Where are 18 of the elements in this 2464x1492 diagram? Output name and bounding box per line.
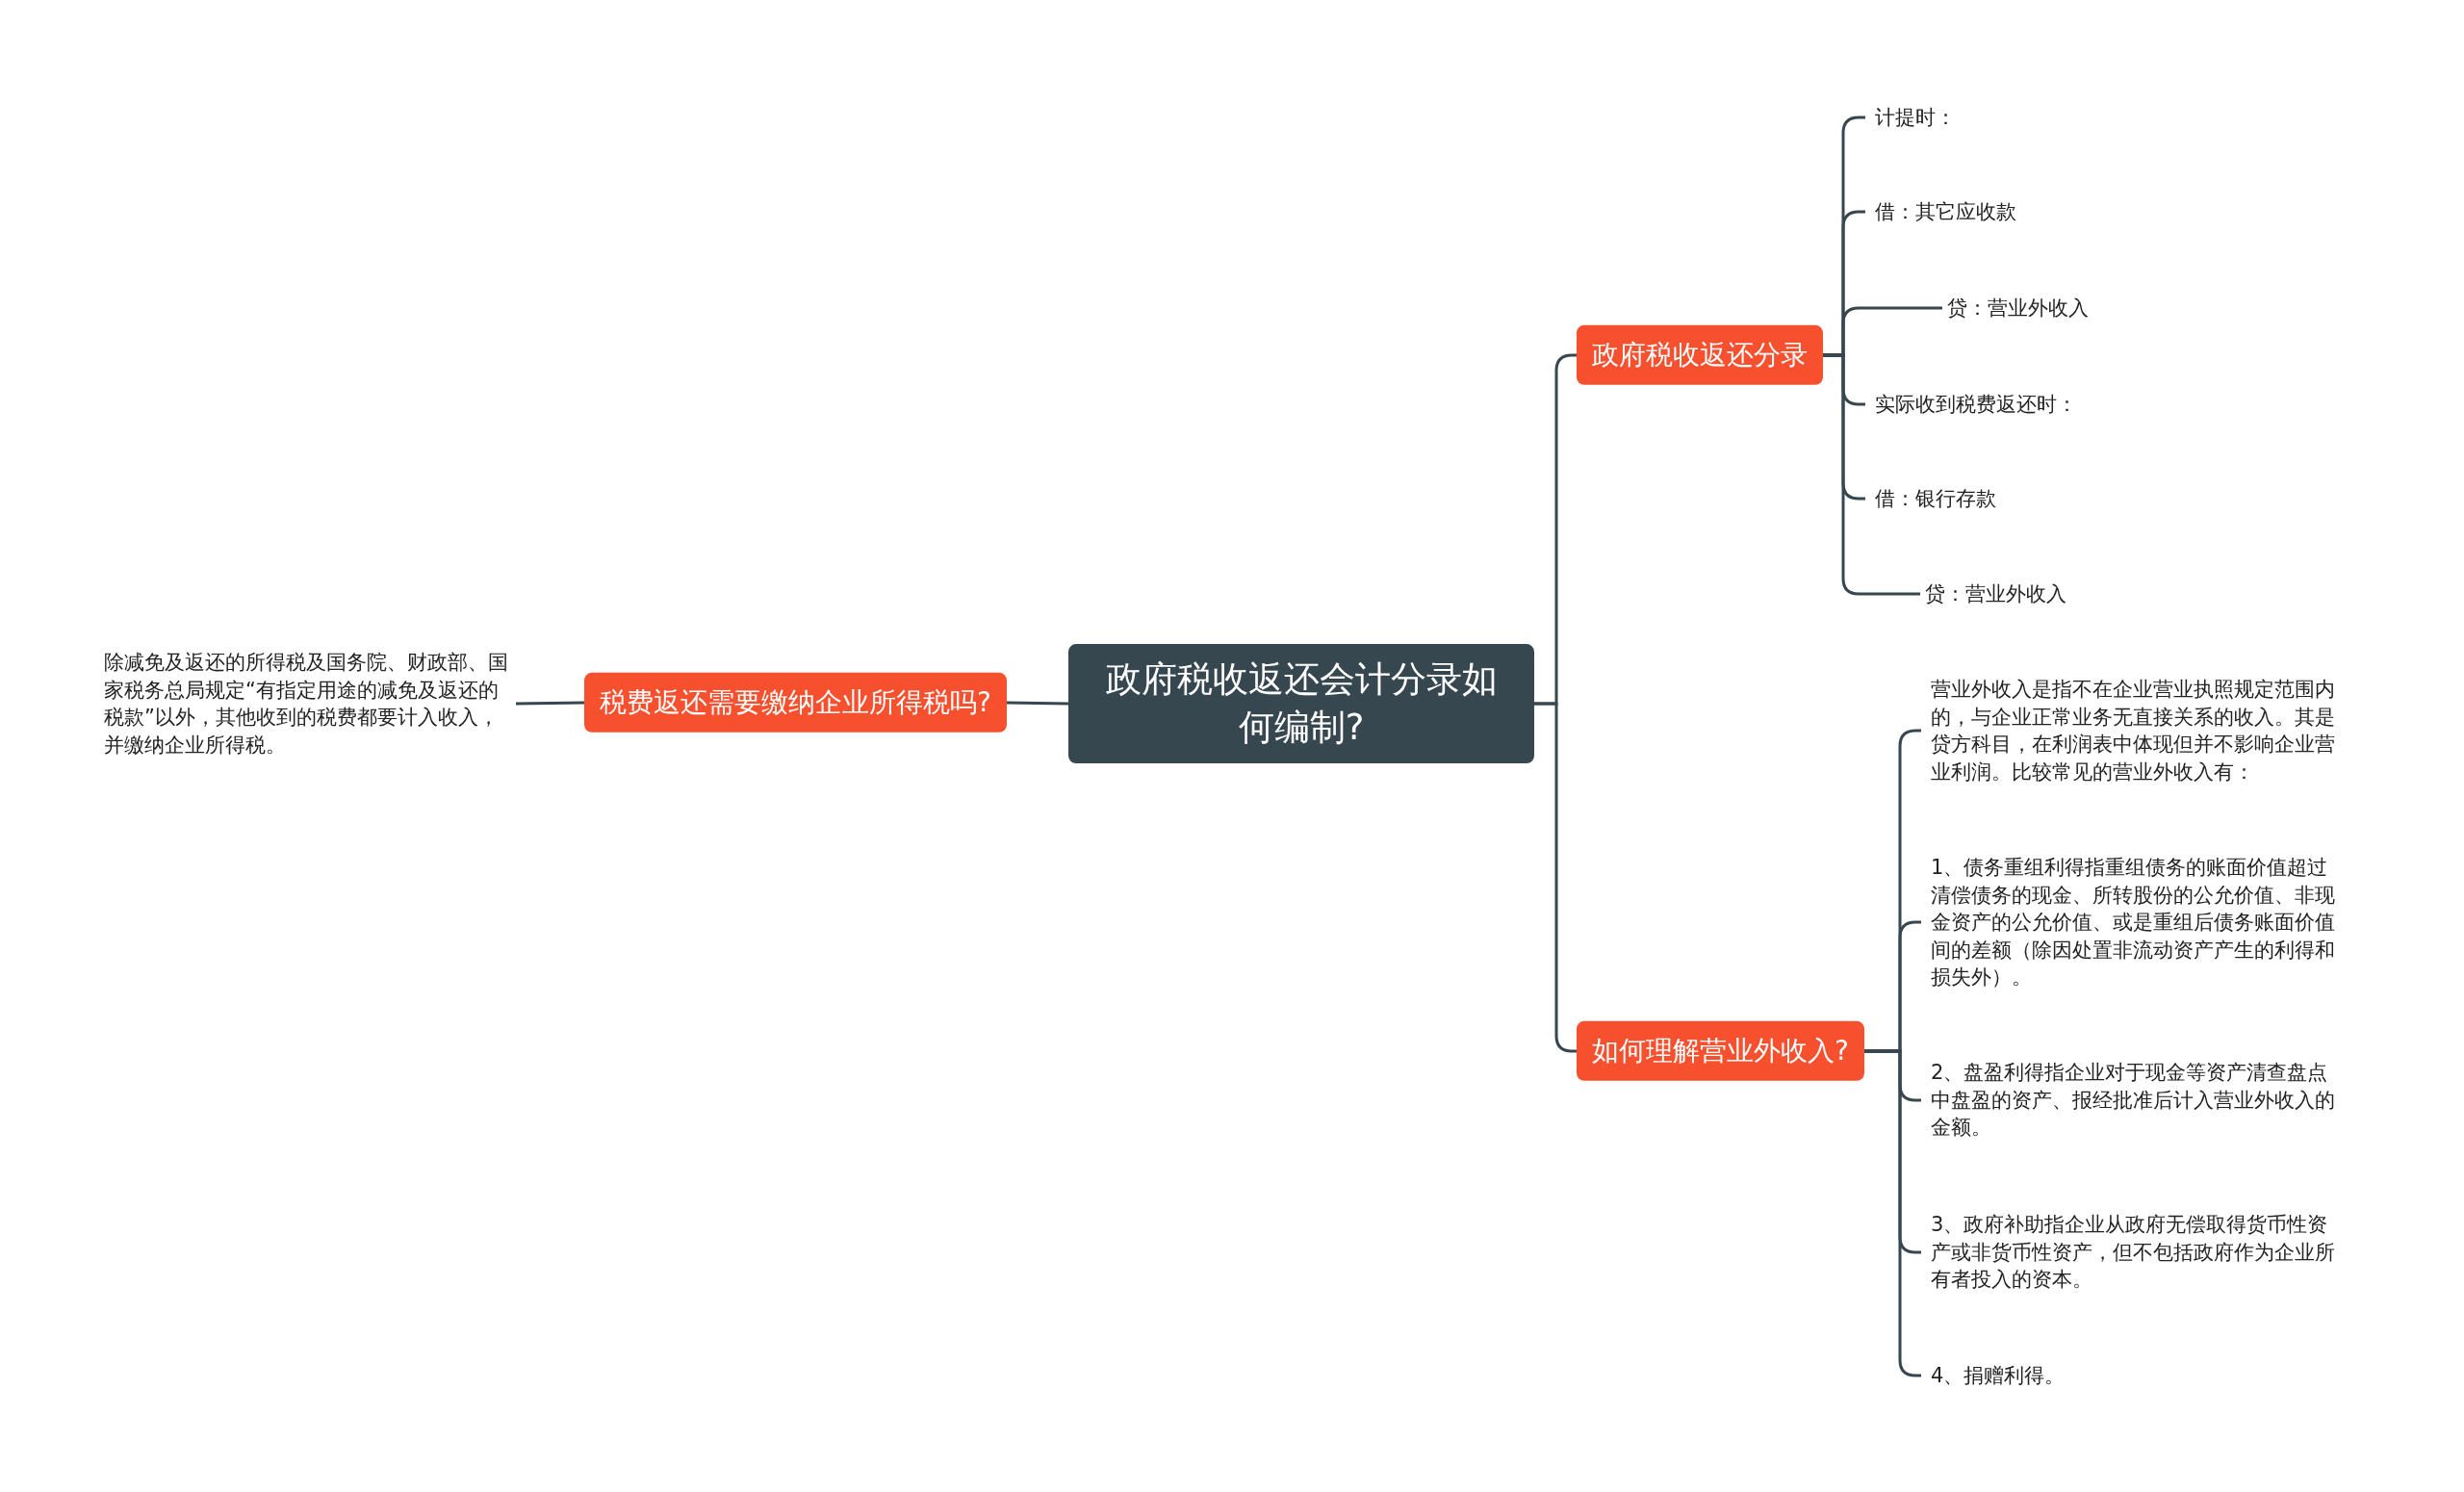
subtopic-text: 借：其它应收款	[1865, 197, 2016, 226]
connector-line	[1006, 701, 1069, 706]
topic-box: 政府税收返还分录	[1577, 324, 1823, 386]
subtopic-text: 营业外收入是指不在企业营业执照规定范围内的，与企业正常业务无直接关系的收入。其是贷方科目，在利润表中体现但并不影响企业营业利润。比较常见的营业外收入有：	[1921, 675, 2345, 786]
topic-box: 如何理解营业外收入?	[1577, 1020, 1864, 1082]
subtopic-text: 1、债务重组利得指重组债务的账面价值超过清偿债务的现金、所转股份的公允价值、非现金资产的公允价值、或是重组后债务账面价值间的差额（除因处置非流动资产产生的利得和损失外）。	[1921, 853, 2345, 991]
subtopic-text: 4、捐赠利得。	[1921, 1361, 2345, 1390]
connector-line	[515, 701, 585, 706]
subtopic-text: 3、政府补助指企业从政府无偿取得货币性资产或非货币性资产，但不包括政府作为企业所有者投入的资本。	[1921, 1211, 2345, 1294]
subtopic-text: 除减免及返还的所得税及国务院、财政部、国家税务总局规定“有指定用途的减免及返还的税款”以外，其他收到的税费都要计入收入，并缴纳企业所得税。	[104, 648, 516, 759]
topic-box: 税费返还需要缴纳企业所得税吗?	[584, 672, 1007, 733]
subtopic-text: 贷：营业外收入	[1942, 294, 2089, 322]
subtopic-text: 实际收到税费返还时：	[1865, 390, 2077, 419]
subtopic-text: 计提时：	[1865, 103, 1956, 132]
subtopic-text: 借：银行存款	[1865, 484, 1996, 513]
subtopic-text: 2、盘盈利得指企业对于现金等资产清查盘点中盘盈的资产、报经批准后计入营业外收入的金额。	[1921, 1059, 2345, 1142]
subtopic-text: 贷：营业外收入	[1920, 579, 2066, 608]
central-topic-box: 政府税收返还会计分录如何编制?	[1068, 644, 1534, 763]
